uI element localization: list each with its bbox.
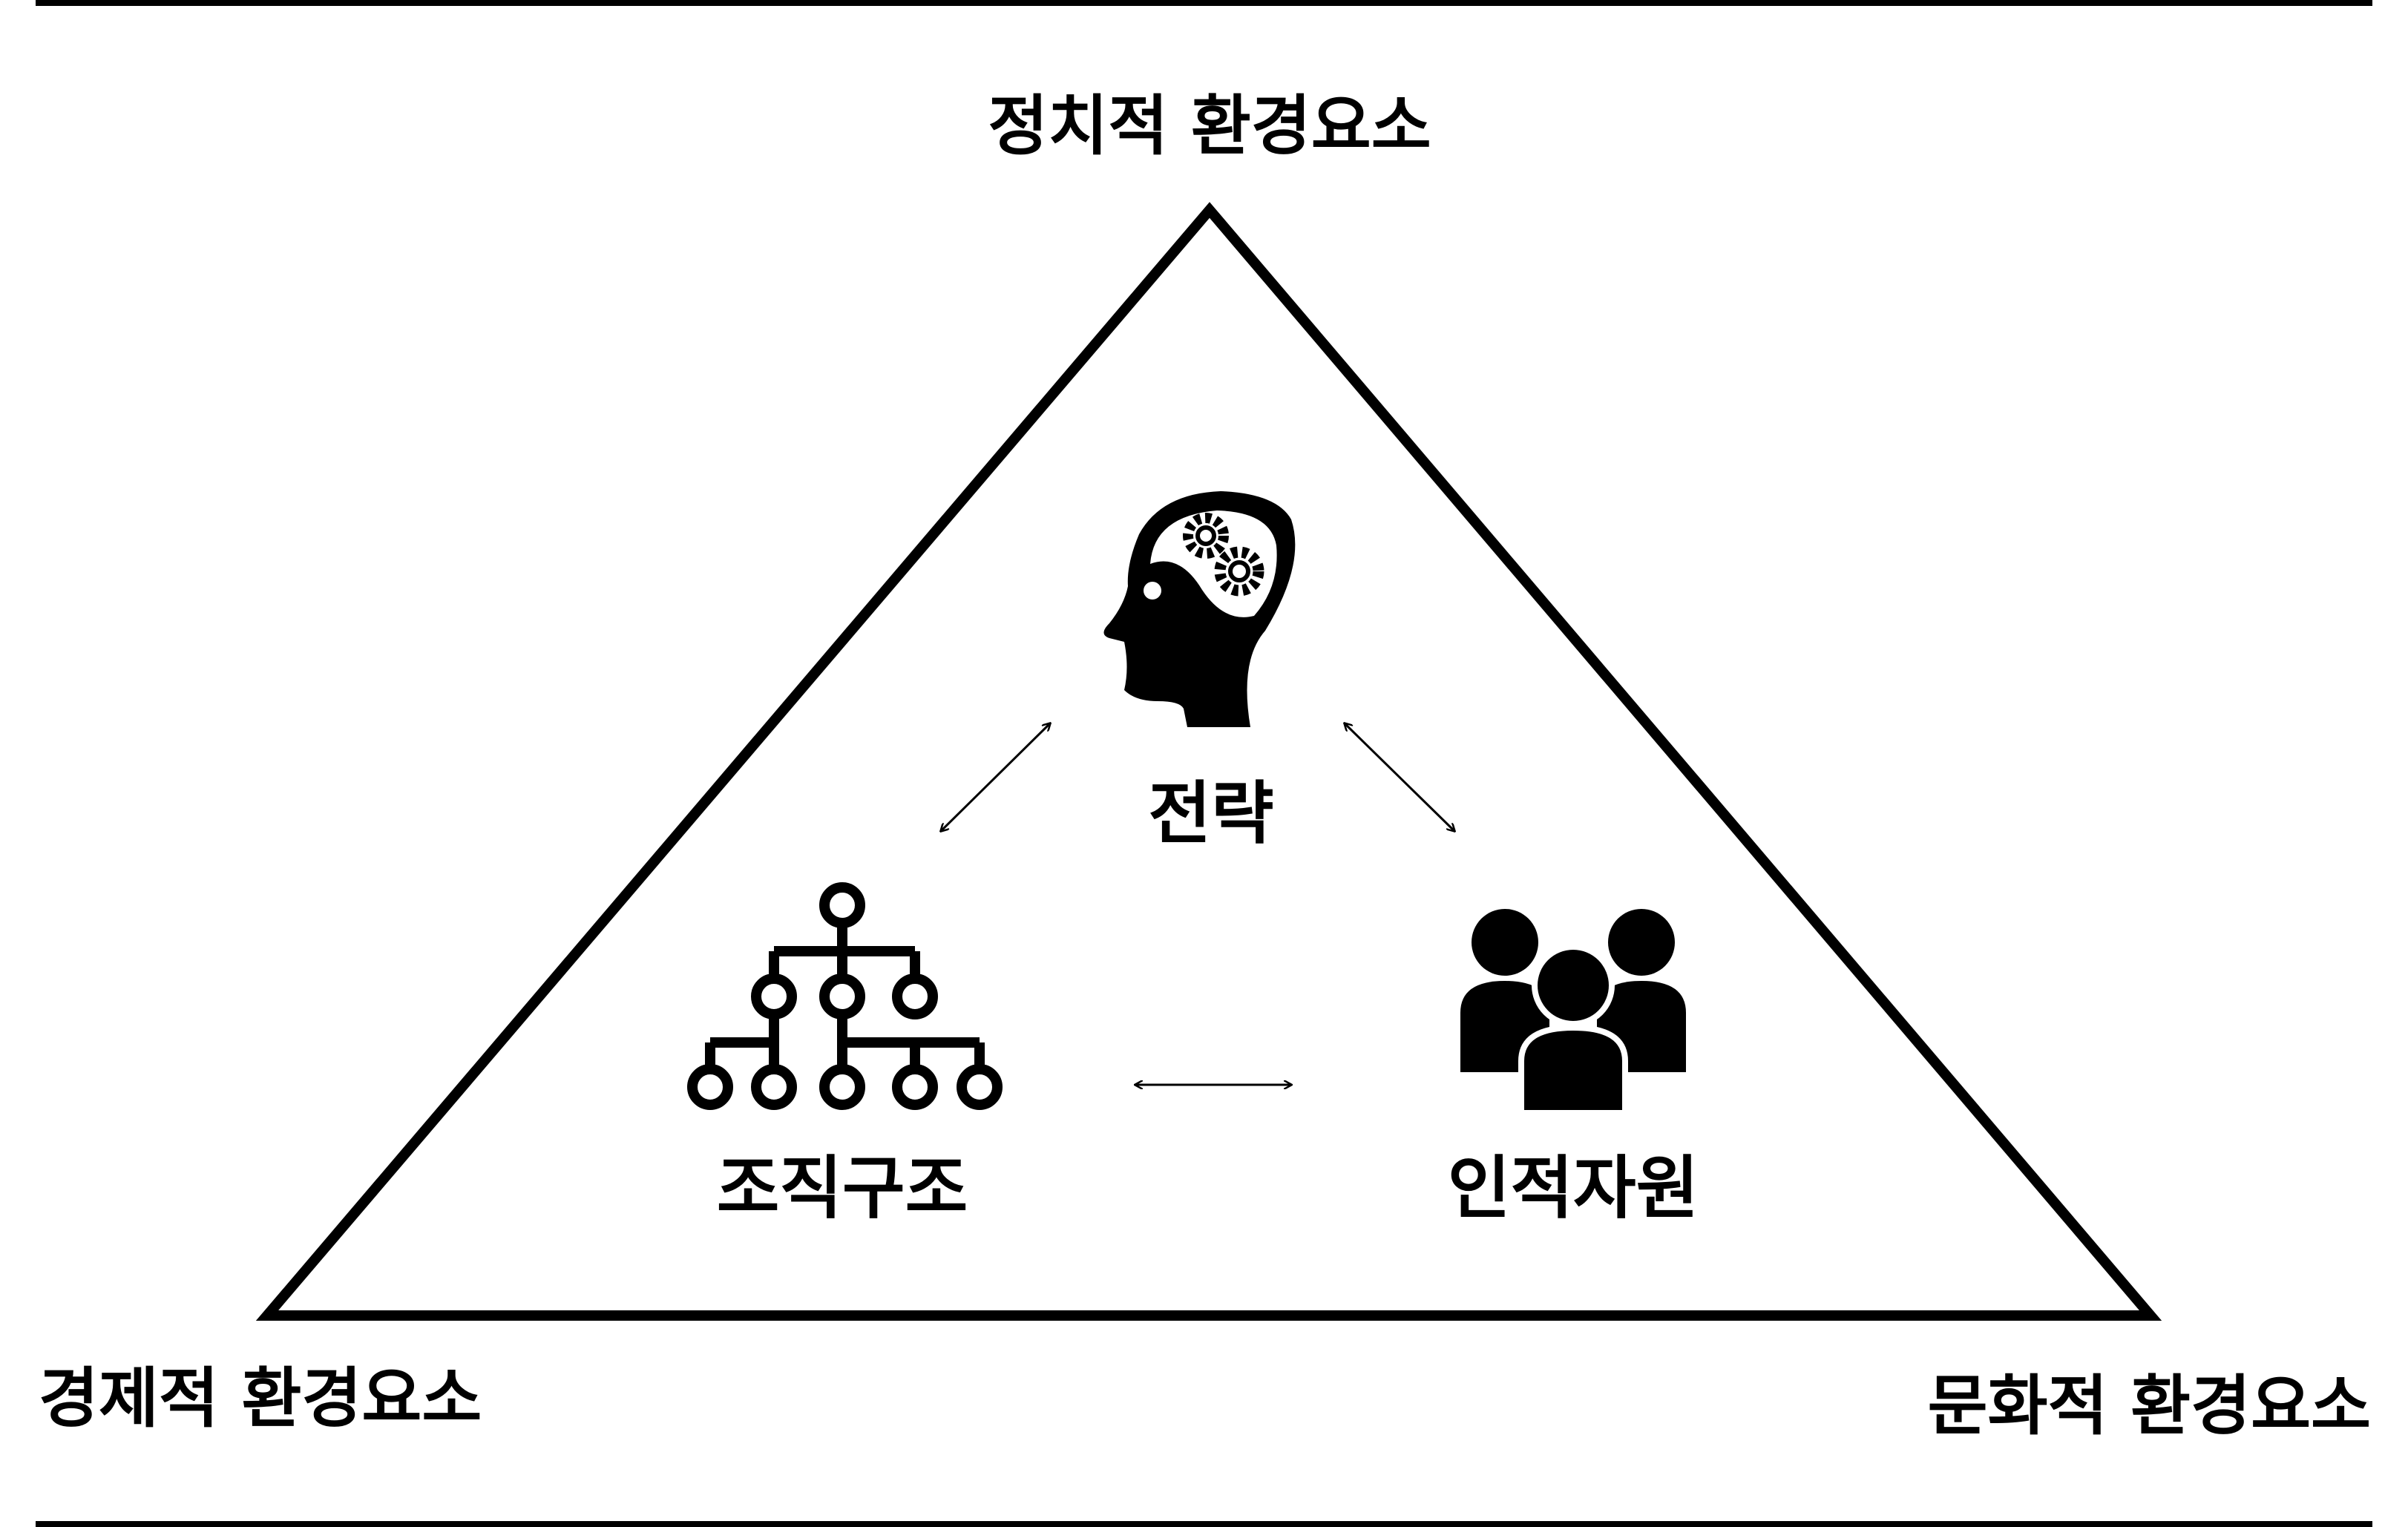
environment-triangle bbox=[255, 202, 2162, 1321]
strategy-label: 전략 bbox=[1148, 774, 1273, 853]
cultural-environment-label: 문화적 환경요소 bbox=[1928, 1367, 2371, 1444]
org-chart-icon bbox=[687, 882, 1003, 1110]
human-resources-label: 인적자원 bbox=[1448, 1149, 1699, 1228]
political-environment-label: 정치적 환경요소 bbox=[988, 88, 1431, 164]
people-group-icon bbox=[1460, 909, 1686, 1116]
gear-icon bbox=[1214, 546, 1264, 597]
structure-label: 조직구조 bbox=[717, 1149, 968, 1228]
economic-environment-label: 경제적 환경요소 bbox=[39, 1360, 482, 1436]
head-gears-icon bbox=[1103, 491, 1296, 727]
strategy-hr-arrow bbox=[1345, 723, 1454, 831]
strategy-structure-arrow bbox=[941, 723, 1050, 831]
gear-icon bbox=[1183, 513, 1229, 559]
